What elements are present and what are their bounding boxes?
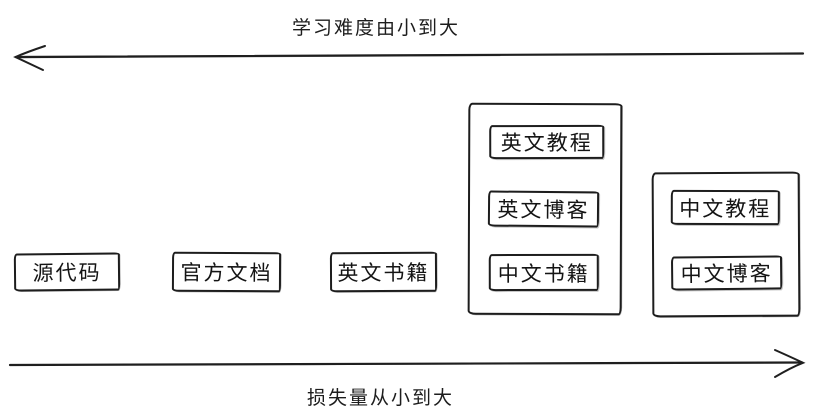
node-chinese-books: 中文书籍 <box>488 253 599 292</box>
node-source-code: 源代码 <box>13 252 121 292</box>
node-chinese-tutorial-label: 中文教程 <box>679 196 772 221</box>
node-english-books: 英文书籍 <box>329 251 438 293</box>
node-chinese-blog: 中文博客 <box>670 255 783 291</box>
node-english-blog: 英文博客 <box>487 190 600 228</box>
node-english-blog-label: 英文博客 <box>497 197 590 223</box>
left-arrow-icon <box>13 45 805 71</box>
node-chinese-blog-label: 中文博客 <box>680 261 773 287</box>
difficulty-axis-label: 学习难度由小到大 <box>292 17 461 39</box>
node-chinese-books-label: 中文书籍 <box>497 261 590 286</box>
group-english-sources: 英文教程 英文博客 中文书籍 <box>467 102 623 316</box>
node-english-books-label: 英文书籍 <box>337 260 430 286</box>
node-chinese-tutorial: 中文教程 <box>670 189 780 226</box>
node-official-docs-label: 官方文档 <box>180 260 273 286</box>
node-source-code-label: 源代码 <box>32 260 102 286</box>
node-english-tutorial: 英文教程 <box>489 124 605 160</box>
right-arrow-icon <box>8 349 806 378</box>
group-chinese-sources: 中文教程 中文博客 <box>651 171 801 318</box>
node-official-docs: 官方文档 <box>171 251 282 293</box>
node-english-tutorial-label: 英文教程 <box>500 130 593 156</box>
loss-axis-label: 损失量从小到大 <box>307 387 455 409</box>
